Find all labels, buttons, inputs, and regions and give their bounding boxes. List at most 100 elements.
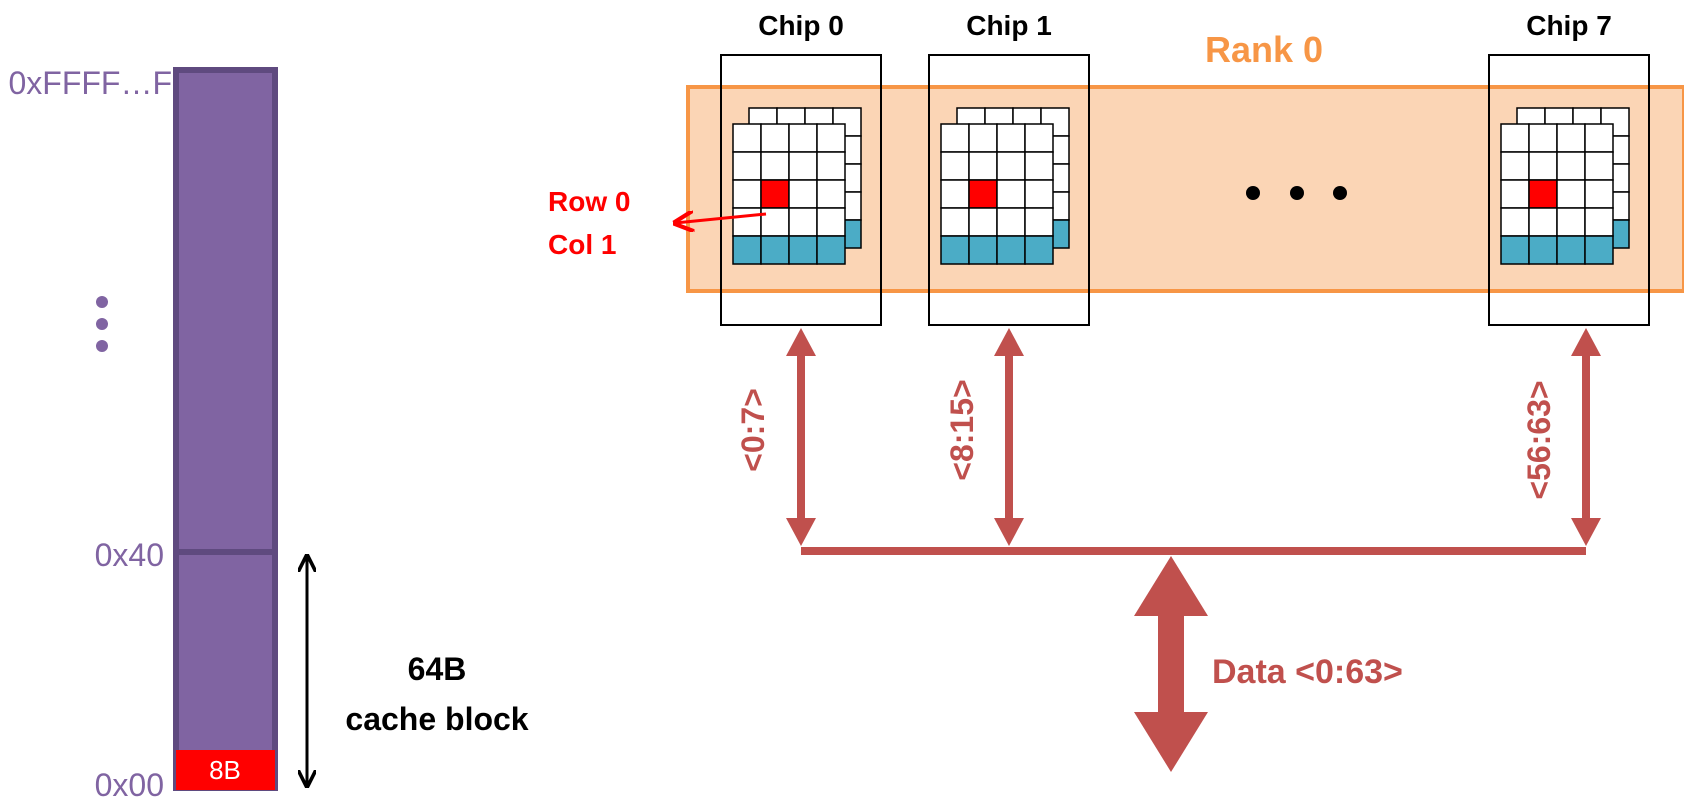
selected-cell — [968, 179, 998, 209]
selected-cell — [1528, 179, 1558, 209]
dram-bank-icon — [1500, 107, 1630, 265]
chip-outline — [1488, 54, 1650, 326]
memory-cell — [1500, 151, 1530, 181]
memory-cell — [760, 151, 790, 181]
memory-cell — [940, 123, 970, 153]
chip-7-bus-label: <56:63> — [1521, 380, 1557, 499]
memory-cell — [996, 123, 1026, 153]
chip-0: Chip 0 — [720, 10, 882, 326]
memory-cell — [1500, 207, 1530, 237]
memory-cell — [732, 123, 762, 153]
front-cell-array — [1500, 123, 1614, 265]
memory-cell — [1024, 207, 1054, 237]
memory-cell — [732, 207, 762, 237]
col-label: Col 1 — [548, 229, 616, 260]
chip-0-bus — [786, 328, 816, 546]
memory-cell — [832, 107, 862, 137]
memory-column: 8B 0xFFFF…F 0x40 0x00 64B cache block — [8, 65, 528, 803]
memory-cell — [1556, 123, 1586, 153]
memory-cell — [788, 207, 818, 237]
row-label: Row 0 — [548, 186, 630, 217]
selected-cell — [760, 179, 790, 209]
memory-cell — [996, 179, 1026, 209]
memory-cell — [1500, 123, 1530, 153]
memory-cell — [940, 151, 970, 181]
memory-cell — [968, 151, 998, 181]
dram-bank-icon — [940, 107, 1070, 265]
memory-cell — [996, 207, 1026, 237]
memory-cell — [816, 123, 846, 153]
data-bus-label: Data <0:63> — [1212, 653, 1403, 691]
horizontal-ellipsis-icon — [1246, 186, 1347, 200]
row-buffer-cell — [940, 235, 970, 265]
eight-byte-word — [176, 750, 275, 790]
memory-cell — [1584, 123, 1614, 153]
row-buffer-cell — [1556, 235, 1586, 265]
row-buffer-cell — [732, 235, 762, 265]
chip-outline — [928, 54, 1090, 326]
row-buffer-cell — [1528, 235, 1558, 265]
row-buffer-cell — [760, 235, 790, 265]
block-name-label: cache block — [345, 701, 528, 737]
row-buffer-cell — [816, 235, 846, 265]
memory-cell — [732, 179, 762, 209]
bottom-address-label: 0x00 — [95, 767, 164, 803]
vertical-ellipsis-icon — [96, 296, 108, 352]
memory-cell — [968, 123, 998, 153]
memory-cell — [1024, 151, 1054, 181]
memory-cell — [816, 179, 846, 209]
memory-cell — [788, 123, 818, 153]
row-buffer-cell — [1584, 235, 1614, 265]
memory-cell — [996, 151, 1026, 181]
memory-cell — [940, 207, 970, 237]
memory-cell — [1528, 207, 1558, 237]
memory-cell — [760, 207, 790, 237]
memory-cell — [1024, 179, 1054, 209]
data-bus-arrow — [1134, 556, 1208, 772]
chip-0-bus-label: <0:7> — [735, 388, 771, 472]
dram-bank-icon — [732, 107, 862, 265]
row-buffer-cell — [996, 235, 1026, 265]
chip-label: Chip 7 — [1526, 10, 1612, 41]
memory-cell — [816, 151, 846, 181]
memory-cell — [788, 151, 818, 181]
chip-7: Chip 7 — [1488, 10, 1650, 326]
memory-cell — [1528, 151, 1558, 181]
memory-cell — [1584, 179, 1614, 209]
memory-cell — [1500, 179, 1530, 209]
block-boundary-address-label: 0x40 — [95, 537, 164, 573]
chip-7-bus — [1571, 328, 1601, 546]
memory-address-space — [173, 67, 278, 791]
memory-cell — [816, 207, 846, 237]
row-buffer-cell — [1024, 235, 1054, 265]
memory-cell — [1556, 151, 1586, 181]
memory-cell — [732, 151, 762, 181]
selection-arrow — [675, 214, 767, 223]
memory-bus: <0:7> <8:15> <56:63> Data <0:63> — [735, 328, 1601, 772]
memory-cell — [1584, 207, 1614, 237]
row-col-callout: Row 0 Col 1 — [548, 186, 767, 260]
chip-1-bus — [994, 328, 1024, 546]
chip-outline — [720, 54, 882, 326]
top-address-label: 0xFFFF…F — [8, 65, 172, 101]
memory-cell — [788, 179, 818, 209]
chip-1: Chip 1 — [928, 10, 1090, 326]
chip-1-bus-label: <8:15> — [944, 379, 980, 480]
memory-cell — [1556, 207, 1586, 237]
memory-cell — [968, 207, 998, 237]
row-buffer-cell — [968, 235, 998, 265]
row-buffer-cell — [1500, 235, 1530, 265]
memory-cell — [1584, 151, 1614, 181]
memory-cell — [1024, 123, 1054, 153]
memory-cell — [940, 179, 970, 209]
memory-cell — [760, 123, 790, 153]
chip-label: Chip 1 — [966, 10, 1052, 41]
front-cell-array — [732, 123, 846, 265]
memory-cell — [1528, 123, 1558, 153]
rank-label: Rank 0 — [1205, 29, 1323, 70]
front-cell-array — [940, 123, 1054, 265]
word-size-label: 8B — [209, 755, 241, 785]
block-size-label: 64B — [408, 651, 467, 687]
chip-label: Chip 0 — [758, 10, 844, 41]
